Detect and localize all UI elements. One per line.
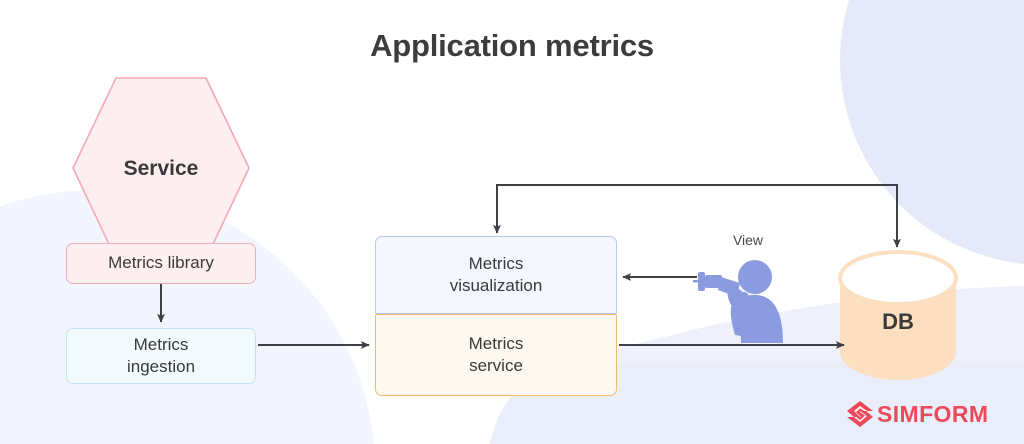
viewer-label: View <box>732 232 764 248</box>
node-metrics-library-label: Metrics library <box>108 253 214 273</box>
person-with-telescope-icon <box>693 255 797 343</box>
node-metrics-library[interactable]: Metrics library <box>66 243 256 284</box>
simform-diamond-icon <box>847 401 873 427</box>
node-metrics-visualization[interactable]: Metrics visualization <box>375 236 617 314</box>
node-service-label: Service <box>123 156 199 180</box>
node-database-label: DB <box>882 309 914 334</box>
node-metrics-ingestion-label: Metrics ingestion <box>126 334 196 376</box>
node-service[interactable]: Service <box>71 76 251 261</box>
page-title: Application metrics <box>370 28 654 63</box>
simform-logo[interactable]: SIMFORM <box>846 398 1006 430</box>
node-metrics-ingestion[interactable]: Metrics ingestion <box>66 328 256 384</box>
node-database[interactable]: DB <box>838 250 958 380</box>
node-metrics-service[interactable]: Metrics service <box>375 314 617 396</box>
blob-lower-right-soft <box>590 286 1024 362</box>
node-metrics-visualization-label: Metrics visualization <box>449 253 543 295</box>
simform-logo-text: SIMFORM <box>877 400 989 427</box>
cylinder-shape <box>838 250 958 380</box>
node-metrics-service-label: Metrics service <box>468 333 524 375</box>
